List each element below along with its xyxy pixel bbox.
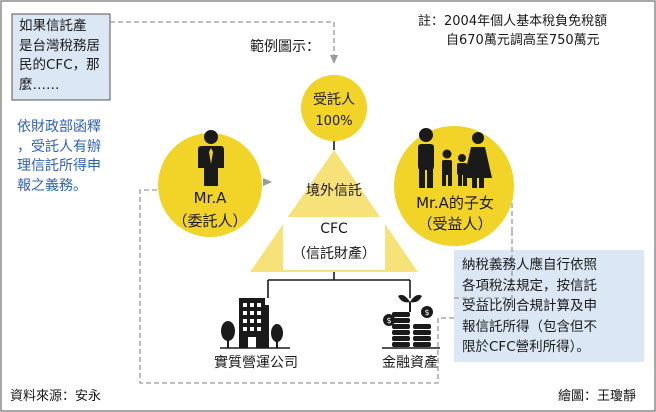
- operating-company-label: 實質營運公司: [214, 355, 298, 371]
- cfc-role: （信託財產）: [292, 246, 376, 262]
- businessman-icon: [198, 130, 224, 186]
- ruling-line: 理信託所得申: [17, 158, 101, 174]
- illustrator-credit: 繪圖：王瓊靜: [558, 389, 637, 404]
- note-line-2: 自670萬元調高至750萬元: [446, 33, 600, 48]
- ruling-line: 報之義務。: [17, 177, 87, 194]
- question-line: 如果信託產: [19, 18, 87, 34]
- taxpayer-line: 受益比例合規計算及申: [462, 298, 597, 314]
- office-building-icon: [220, 298, 290, 349]
- question-text: 如果信託產 是台灣稅務居 民的CFC，那 麼……: [19, 17, 100, 95]
- question-panel: [11, 13, 111, 101]
- legend-label: 範例圖示：: [250, 39, 320, 55]
- ruling-text: 依財政部函釋 ，受託人有辦 理信託所得申 報之義務。: [17, 118, 101, 196]
- trustee-share: 100%: [315, 114, 353, 129]
- svg-text:$: $: [386, 316, 391, 325]
- ruling-line: 依財政部函釋: [17, 119, 101, 135]
- settlor-name: Mr.A: [193, 189, 227, 207]
- flow-taxpayer-rise: [454, 232, 513, 299]
- question-line: 麼……: [19, 76, 60, 93]
- note-line-1: 註：2004年個人基本稅負免稅額: [418, 14, 608, 29]
- trustee-label: 受託人: [313, 92, 355, 108]
- financial-assets-label: 金融資產: [382, 355, 438, 371]
- question-line: 是台灣稅務居: [19, 37, 100, 54]
- beneficiary-name: Mr.A的子女: [416, 194, 494, 212]
- taxpayer-line: 各項稅法規定，按信託: [462, 277, 597, 294]
- taxpayer-panel: [454, 250, 644, 362]
- taxpayer-line: 限於CFC營利所得）。: [462, 339, 590, 355]
- flow-settlor-to-taxpayer: [139, 189, 454, 384]
- question-line: 民的CFC，那: [19, 57, 100, 73]
- tax-exemption-note: 註：2004年個人基本稅負免稅額 自670萬元調高至750萬元: [418, 12, 607, 50]
- cfc-name: CFC: [320, 221, 348, 237]
- cfc-box: [283, 217, 385, 270]
- svg-text:$: $: [424, 308, 429, 317]
- dashed-flow-lines: [110, 21, 513, 384]
- taxpayer-line: 納稅義務人應自行依照: [462, 257, 597, 273]
- family-icon: [418, 128, 492, 188]
- coin-stack-sprout-icon: $ $: [382, 294, 440, 349]
- flow-question-to-legend: [110, 21, 338, 64]
- offshore-trust-label: 境外信託: [306, 183, 362, 199]
- trustee-circle: [301, 75, 367, 141]
- beneficiary-role: （受益人）: [417, 215, 493, 233]
- taxpayer-line: 報信託所得（包含但不: [462, 318, 597, 335]
- settlor-role: （委託人）: [172, 212, 248, 230]
- taxpayer-text: 納稅義務人應自行依照 各項稅法規定，按信託 受益比例合規計算及申 報信託所得（包…: [462, 255, 597, 358]
- source-credit: 資料來源：安永: [10, 389, 102, 404]
- ruling-line: ，受託人有辦: [17, 138, 101, 155]
